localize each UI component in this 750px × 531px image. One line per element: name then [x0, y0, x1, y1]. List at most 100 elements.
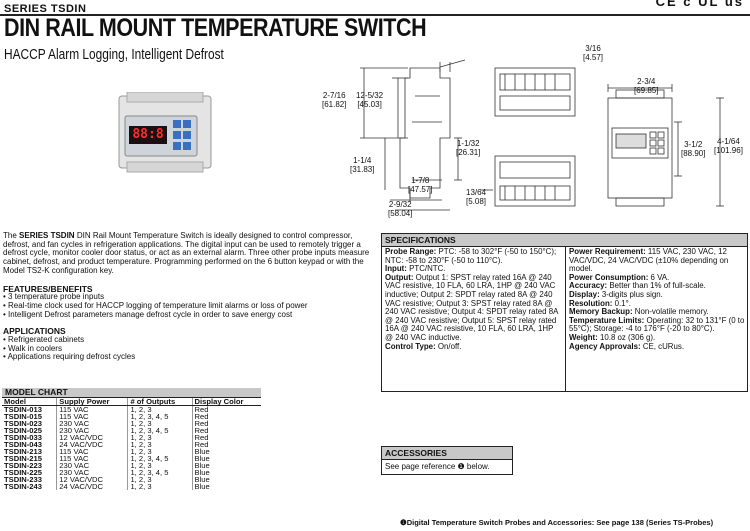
- spec-value: Operating: 32 to 131°F (0 to 55°C); Stor…: [569, 315, 745, 334]
- cell-outputs: 1, 2, 3, 4, 5: [127, 469, 193, 476]
- specifications-box: SPECIFICATIONS Probe Range: PTC: -58 to …: [381, 233, 748, 392]
- cell-outputs: 1, 2, 3: [127, 462, 193, 469]
- dim-1-7-8: 1-7/8[47.57]: [408, 176, 432, 194]
- spec-value: PTC/NTC.: [406, 264, 446, 274]
- dim-metric: [45.03]: [357, 100, 382, 109]
- cell-outputs: 1, 2, 3, 4, 5: [127, 413, 193, 420]
- application-item: • Refrigerated cabinets: [3, 335, 85, 345]
- spec-entry: Power Requirement: 115 VAC, 230 VAC, 12 …: [569, 247, 745, 274]
- dim-label: 4-1/64: [717, 137, 740, 146]
- header-rule: [0, 14, 750, 16]
- spec-value: Output 1: SPST relay rated 16A @ 240 VAC…: [385, 272, 558, 342]
- dim-label: 13/64: [466, 188, 487, 197]
- spec-label: Control Type:: [385, 341, 436, 351]
- specifications-title: SPECIFICATIONS: [382, 234, 747, 247]
- dim-label: 2-3/4: [637, 77, 656, 86]
- page-title: DIN RAIL MOUNT TEMPERATURE SWITCH: [4, 14, 427, 42]
- spec-value: 115 VAC, 230 VAC, 12 VAC/VDC, 24 VAC/VDC…: [569, 247, 729, 274]
- cell-outputs: 1, 2, 3: [127, 434, 193, 441]
- spec-value: On/off.: [435, 341, 462, 351]
- spec-value: PTC: -58 to 302°F (-50 to 150°C); NTC: -…: [385, 247, 557, 265]
- dim-metric: [26.31]: [456, 148, 481, 157]
- spec-entry: Input: PTC/NTC.: [385, 264, 561, 274]
- feature-item: • Intelligent Defrost parameters manage …: [3, 309, 293, 319]
- cell-model: TSDIN-033: [4, 433, 42, 442]
- dim-label: 1-7/8: [411, 176, 430, 185]
- spec-value: 3-digits plus sign.: [599, 289, 663, 299]
- dim-metric: [4.57]: [583, 53, 604, 62]
- cell-display-color: Red: [191, 441, 261, 448]
- cell-supply-power: 230 VAC: [56, 420, 128, 427]
- cell-model: TSDIN-213: [4, 447, 42, 456]
- dim-3-1-2: 3-1/2[88.90]: [681, 140, 705, 158]
- dim-13-64: 13/64[5.08]: [466, 188, 486, 206]
- desc-series: SERIES TSDIN: [19, 231, 75, 240]
- accessories-box: ACCESSORIES See page reference ❶ below.: [381, 446, 513, 475]
- dim-2-9-32: 2-9/32[58.04]: [388, 200, 412, 218]
- cell-model: TSDIN-025: [4, 426, 42, 435]
- spec-value: Better than 1% of full-scale.: [607, 281, 706, 291]
- dim-metric: [58.04]: [388, 209, 413, 218]
- spec-label: Agency Approvals:: [569, 341, 641, 351]
- specs-divider: [565, 247, 566, 391]
- dim-label: 2-9/32: [388, 200, 412, 209]
- col-model: Model: [2, 397, 57, 406]
- dim-3-16: 3/16[4.57]: [583, 44, 603, 62]
- cell-display-color: Red: [191, 413, 261, 420]
- cell-display-color: Red: [191, 420, 261, 427]
- specs-right-column: Power Requirement: 115 VAC, 230 VAC, 12 …: [569, 247, 745, 351]
- cell-outputs: 1, 2, 3: [127, 441, 193, 448]
- cell-display-color: Red: [191, 434, 261, 441]
- dim-metric: [88.90]: [681, 149, 706, 158]
- dim-metric: [5.08]: [466, 197, 487, 206]
- cell-supply-power: 115 VAC: [56, 413, 128, 420]
- cell-outputs: 1, 2, 3, 4, 5: [127, 427, 193, 434]
- cell-supply-power: 24 VAC/VDC: [56, 441, 128, 448]
- cell-outputs: 1, 2, 3: [127, 405, 193, 413]
- cell-outputs: 1, 2, 3: [127, 448, 193, 455]
- cell-model: TSDIN-223: [4, 461, 42, 470]
- dim-label: 1-1/4: [353, 156, 372, 165]
- cell-model: TSDIN-043: [4, 440, 42, 449]
- spec-entry: Memory Backup: Non-volatile memory.: [569, 307, 745, 317]
- cell-model: TSDIN-023: [4, 419, 42, 428]
- model-chart-caption: MODEL CHART: [2, 388, 261, 398]
- spec-label: Display:: [569, 289, 600, 299]
- features-title: FEATURES/BENEFITS: [3, 283, 93, 294]
- dim-metric: [101.96]: [714, 146, 743, 155]
- spec-value: 0.1°.: [612, 298, 631, 308]
- page-subtitle: HACCP Alarm Logging, Intelligent Defrost: [4, 47, 224, 63]
- cell-display-color: Blue: [191, 462, 261, 469]
- cell-model: TSDIN-243: [4, 482, 42, 491]
- certification-logos: CE c UL us: [655, 0, 744, 9]
- cell-supply-power: 230 VAC: [56, 462, 128, 469]
- cell-supply-power: 230 VAC: [56, 427, 128, 434]
- cell-supply-power: 24 VAC/VDC: [56, 483, 128, 490]
- dim-label: 3-1/2: [684, 140, 703, 149]
- desc-text: DIN Rail Mount Temperature Switch is ide…: [3, 231, 370, 275]
- spec-value: CE, cURus.: [640, 341, 685, 351]
- series-label: SERIES TSDIN: [4, 3, 87, 15]
- footer-note: ❶Digital Temperature Switch Probes and A…: [400, 518, 714, 527]
- dim-1-1-32: 1-1/32[26.31]: [456, 139, 480, 157]
- spec-value: Non-volatile memory.: [632, 307, 709, 317]
- cell-supply-power: 115 VAC: [56, 405, 128, 413]
- spec-entry: Display: 3-digits plus sign.: [569, 289, 745, 300]
- dim-label: 12-5/32: [356, 91, 384, 100]
- spec-label: Power Consumption:: [569, 272, 649, 282]
- dim-12-5-32: 12-5/32[45.03]: [356, 91, 383, 109]
- cell-outputs: 1, 2, 3: [127, 420, 193, 427]
- cell-supply-power: 230 VAC: [56, 469, 128, 476]
- cell-display-color: Blue: [191, 469, 261, 476]
- cell-model: TSDIN-233: [4, 475, 42, 484]
- dim-label: 2-7/16: [322, 91, 346, 100]
- spec-entry: Control Type: On/off.: [385, 341, 561, 352]
- description-paragraph: The SERIES TSDIN DIN Rail Mount Temperat…: [3, 231, 375, 276]
